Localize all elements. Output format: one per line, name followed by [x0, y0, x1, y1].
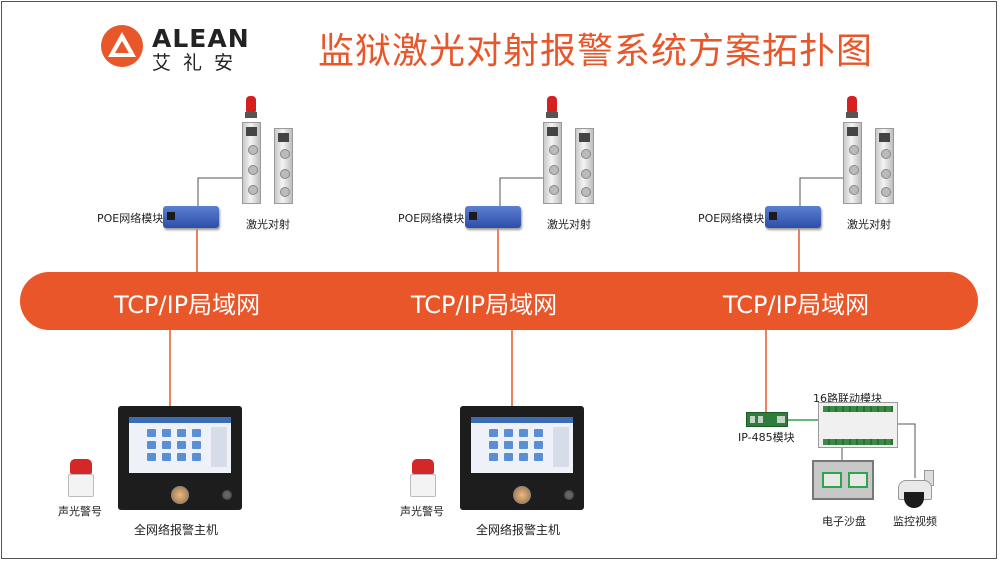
poe-laser-wire-1 — [197, 177, 250, 208]
brand-name: ALEAN — [152, 24, 250, 53]
brand-name-cn: 艾礼安 — [152, 52, 246, 74]
laser-transmitter-1 — [242, 122, 261, 204]
laser-transmitter-3 — [843, 122, 862, 204]
dome-camera — [898, 470, 934, 510]
poe-module-1 — [163, 206, 219, 228]
host-label-1: 全网络报警主机 — [134, 523, 219, 537]
linkage-video-wire — [897, 423, 916, 478]
laser-receiver-3 — [875, 128, 894, 204]
laser-beacon-1 — [245, 96, 257, 118]
poe-label-3: POE网络模块 — [698, 212, 765, 225]
ip485-module — [746, 412, 788, 427]
alean-logo — [101, 25, 143, 67]
siren-alarm-2 — [410, 459, 436, 499]
poe-laser-wire-2 — [499, 177, 552, 208]
poe-label-2: POE网络模块 — [398, 212, 465, 225]
lan-label-1: TCP/IP局域网 — [114, 291, 261, 319]
siren-alarm-1 — [68, 459, 94, 499]
linkage-module — [818, 402, 898, 448]
laser-beacon-2 — [546, 96, 558, 118]
ip485-label: IP-485模块 — [738, 431, 795, 444]
alarm-host-panel-1 — [118, 406, 242, 510]
electronic-sand-table — [812, 460, 874, 500]
siren-label-1: 声光警号 — [58, 505, 102, 518]
linkage-module-label: 16路联动模块 — [813, 392, 882, 405]
laser-beacon-3 — [846, 96, 858, 118]
lan-label-2: TCP/IP局域网 — [411, 291, 558, 319]
lan-band — [20, 272, 978, 330]
laser-receiver-1 — [274, 128, 293, 204]
poe-module-2 — [465, 206, 521, 228]
lan-label-3: TCP/IP局域网 — [723, 291, 870, 319]
laser-transmitter-2 — [543, 122, 562, 204]
poe-laser-wire-3 — [799, 177, 852, 208]
laser-label-1: 激光对射 — [246, 218, 290, 231]
siren-label-2: 声光警号 — [400, 505, 444, 518]
host-label-2: 全网络报警主机 — [476, 523, 561, 537]
laser-receiver-2 — [575, 128, 594, 204]
laser-label-3: 激光对射 — [847, 218, 891, 231]
alarm-host-panel-2 — [460, 406, 584, 510]
poe-label-1: POE网络模块 — [97, 212, 164, 225]
sandtable-label: 电子沙盘 — [822, 515, 866, 528]
poe-module-3 — [765, 206, 821, 228]
laser-label-2: 激光对射 — [547, 218, 591, 231]
video-label: 监控视频 — [893, 515, 937, 528]
diagram-title: 监狱激光对射报警系统方案拓扑图 — [318, 31, 874, 72]
